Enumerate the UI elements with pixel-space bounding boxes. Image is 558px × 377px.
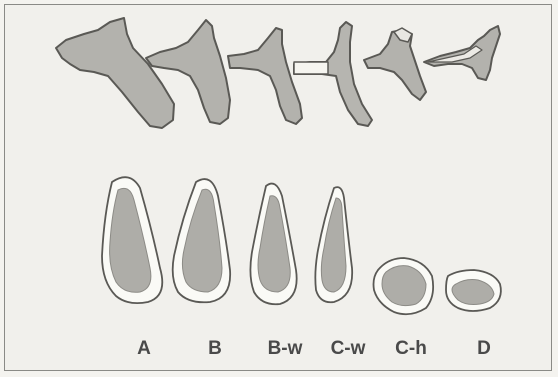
bone-Bw [228,28,302,124]
section-B [173,179,231,302]
bone-D [424,26,500,80]
label-Cw: C-w [331,338,366,360]
section-A [102,177,162,303]
label-D: D [477,338,491,360]
section-Cw [315,187,352,302]
section-Ch [374,258,434,314]
label-A: A [137,338,151,360]
bone-Ch [364,28,426,100]
section-D [446,270,501,311]
label-Bw: B-w [268,338,303,360]
bone-A [56,18,174,128]
label-Ch: C-h [395,338,427,360]
section-Bw [250,184,296,305]
bone-Cw [294,22,372,126]
label-B: B [208,338,222,360]
